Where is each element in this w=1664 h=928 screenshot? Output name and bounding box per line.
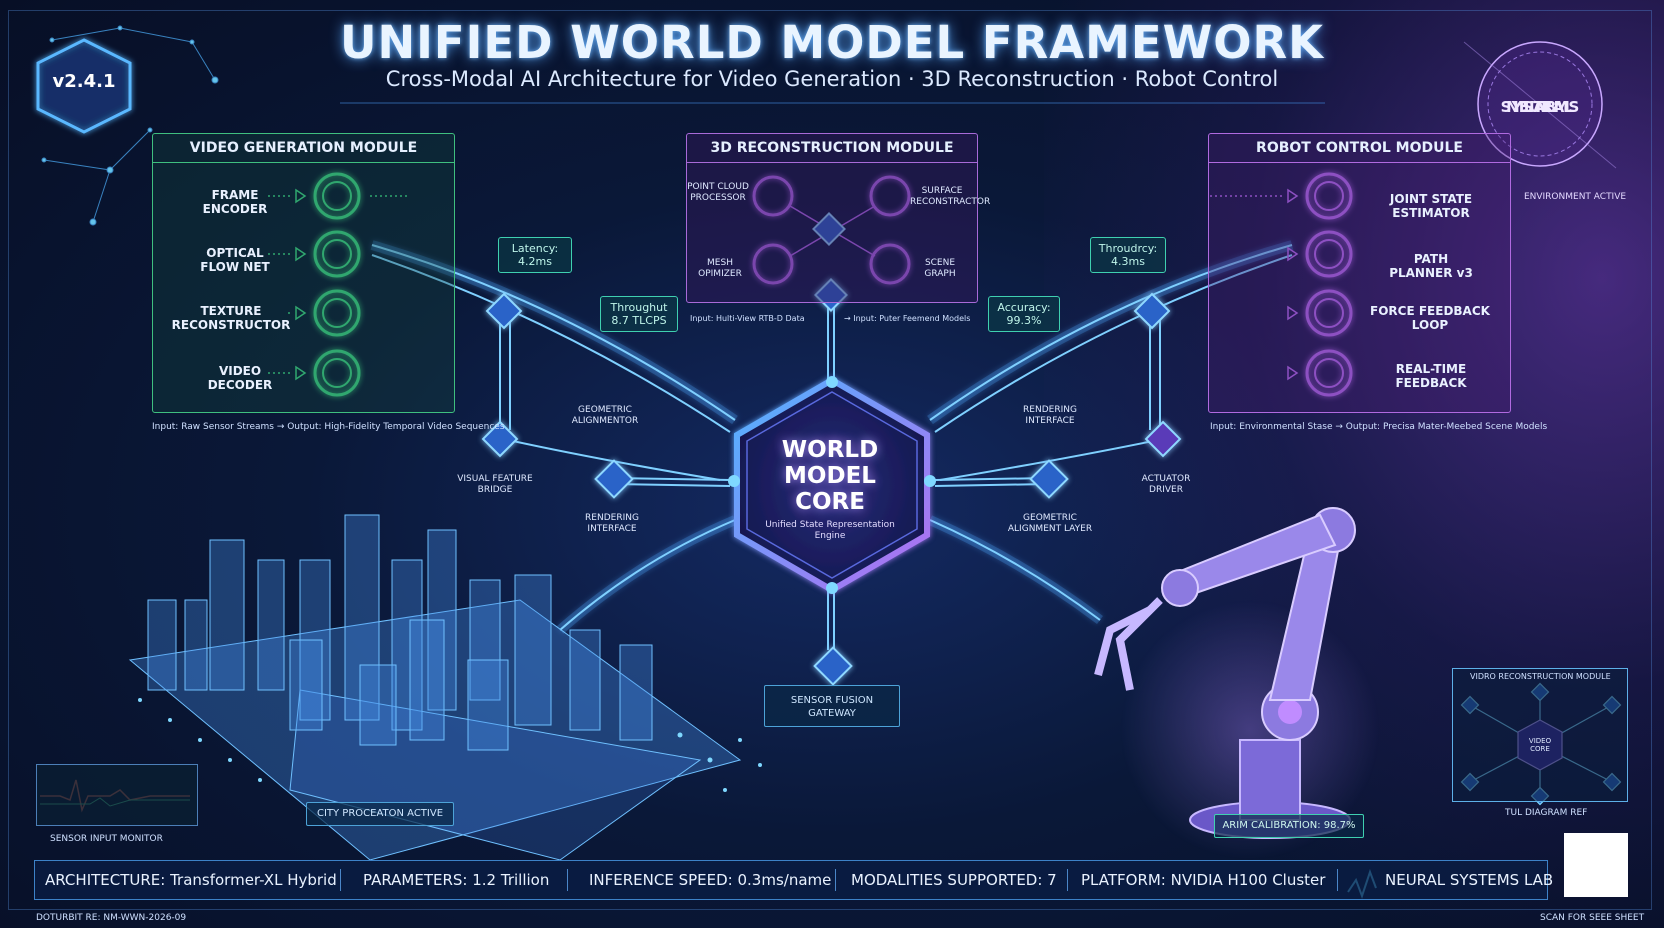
accuracy-metric: Accuracy:99.3% (988, 296, 1060, 332)
badge-line-1: NEURAL (1506, 98, 1574, 116)
robot-control-module: ROBOT CONTROL MODULE (1208, 133, 1511, 413)
recon-nodes (752, 175, 911, 285)
mini-reference-panel (1452, 668, 1628, 802)
latency-metric: Latency:4.2ms (498, 237, 572, 273)
recon-module-title: 3D RECONSTRUCTION MODULE (687, 134, 977, 163)
robot-arm-illustration (1094, 507, 1380, 860)
video-generation-module: VIDEO GENERATION MODULE (152, 133, 455, 413)
robot-module-io: Input: Environmental Stase → Output: Pre… (1210, 422, 1548, 432)
video-module-io: Input: Raw Sensor Streams → Output: High… (152, 422, 505, 432)
throughput-metric-right: Throudrcy:4.3ms (1090, 237, 1166, 273)
spec-platform: PLATFORM: NVIDIA H100 Cluster (1081, 871, 1326, 889)
constellation-decoration (41, 25, 219, 226)
document-reference: DOTURBIT RE: NM-WWN-2026-09 (36, 913, 187, 923)
spec-bar: ARCHITECTURE: Transformer-XL Hybrid PARA… (34, 860, 1553, 900)
3d-reconstruction-module: 3D RECONSTRUCTION MODULE (686, 133, 978, 303)
flow-lines (371, 244, 1293, 650)
environment-status: ENVIRONMENT ACTIVE (1523, 192, 1627, 202)
page-subtitle: Cross-Modal AI Architecture for Video Ge… (385, 67, 1279, 91)
badge-line-3: LAB (1523, 98, 1557, 116)
spec-architecture: ARCHITECTURE: Transformer-XL Hybrid (45, 871, 337, 889)
recon-input-left: Input: Hulti-View RTB-D Data (690, 314, 805, 323)
video-nodes (313, 172, 361, 397)
mini-panel-title: VIDRO RECONSTRUCTION MODULE (1470, 672, 1611, 681)
city-status-label: CITY PROCEATON ACTIVE (306, 802, 454, 826)
spec-inference-speed: INFERENCE SPEED: 0.3ms/name (589, 871, 832, 889)
arm-calibration-label: ARIM CALIBRATION: 98.7% (1214, 814, 1364, 838)
mini-panel-caption: TUL DIAGRAM REF (1505, 808, 1588, 818)
page-title: UNIFIED WORLD MODEL FRAMEWORK (339, 16, 1325, 69)
recon-input-right: → Input: Puter Feemend Models (844, 314, 971, 323)
qr-code[interactable] (1564, 833, 1628, 897)
sensor-monitor-label: SENSOR INPUT MONITOR (50, 834, 163, 844)
outer-frame (8, 10, 1652, 910)
spec-parameters: PARAMETERS: 1.2 Trillion (363, 871, 550, 889)
spec-modalities: MODALITIES SUPPORTED: 7 (851, 871, 1057, 889)
badge-line-2: SYSTEMS (1500, 98, 1580, 116)
robot-nodes (1305, 172, 1353, 397)
video-module-title: VIDEO GENERATION MODULE (153, 134, 454, 163)
city-dots (138, 698, 762, 792)
scan-caption: SCAN FOR SEEE SHEET (1540, 913, 1645, 923)
robot-module-title: ROBOT CONTROL MODULE (1209, 134, 1510, 163)
junction-diamonds (481, 278, 1182, 686)
version-hexagon (36, 38, 132, 134)
sensor-input-monitor (36, 764, 198, 826)
spec-lab-name: NEURAL SYSTEMS LAB (1385, 871, 1554, 889)
version-badge: v2.4.1 (36, 38, 132, 126)
world-model-core-hex (728, 376, 936, 594)
version-label: v2.4.1 (52, 71, 116, 92)
